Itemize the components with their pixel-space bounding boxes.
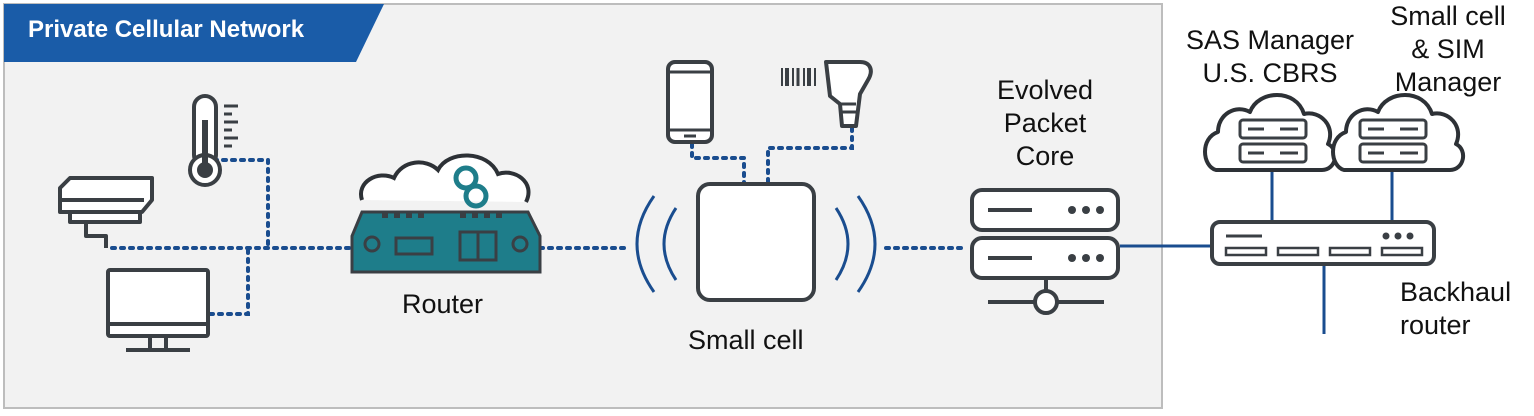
sim-label-line-1: Small cell (1390, 1, 1506, 31)
link-thermometer (212, 158, 270, 250)
solid-links (1120, 170, 1394, 334)
epc-label-line-1: Evolved (996, 75, 1094, 105)
link-monitor (208, 246, 250, 316)
panel-title: Private Cellular Network (28, 16, 305, 43)
private-network-panel (3, 3, 1163, 409)
link-phone (690, 142, 746, 186)
sas-cloud-icon (1203, 93, 1338, 172)
backhaul-router-label: Backhaul router (1400, 276, 1511, 342)
thermometer-icon (188, 94, 238, 187)
server-icon (970, 188, 1120, 315)
epc-label-line-2: Packet (1003, 108, 1087, 138)
small-cell-icon (635, 182, 877, 302)
router-icon (350, 153, 542, 274)
phone-icon (666, 60, 714, 144)
small-cell-label: Small cell (688, 325, 804, 355)
link-scanner (766, 126, 854, 186)
epc-label-line-3: Core (1015, 141, 1075, 171)
camera-icon (58, 176, 154, 248)
sas-label-line-2: U.S. CBRS (1202, 58, 1338, 88)
monitor-icon (106, 268, 210, 352)
panel-title-banner (4, 4, 384, 62)
sim-manager-label: Small cell & SIM Manager (1378, 0, 1518, 99)
epc-label: Evolved Packet Core (990, 74, 1100, 173)
sim-manager-cloud-icon (1331, 93, 1466, 172)
backhaul-router-icon (1210, 220, 1436, 266)
sas-label-line-1: SAS Manager (1185, 25, 1355, 55)
barcode-scanner-icon (781, 60, 873, 128)
router-logo-icon (453, 165, 489, 209)
sas-manager-label: SAS Manager U.S. CBRS (1170, 24, 1370, 90)
backhaul-label-line-1: Backhaul (1400, 277, 1512, 307)
dotted-links (110, 126, 964, 316)
router-label: Router (402, 289, 484, 319)
sim-label-line-3: Manager (1394, 67, 1502, 97)
sim-label-line-2: & SIM (1411, 34, 1485, 64)
backhaul-label-line-2: router (1400, 310, 1471, 340)
